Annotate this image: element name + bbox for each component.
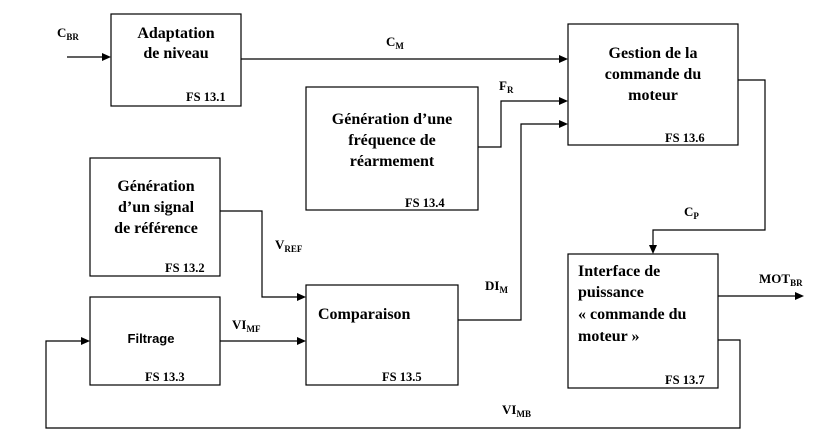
wire-v-ref (220, 210, 306, 301)
block-interface: Interface de puissance « commande du mot… (567, 253, 719, 389)
block-interface-line-4: moteur » (578, 328, 639, 345)
svg-text:moteur »: moteur » (578, 328, 639, 345)
svg-text:FS 13.4: FS 13.4 (405, 196, 445, 210)
block-filtrage: Filtrage FS 13.3 (89, 296, 221, 386)
wire-vi-mf (220, 337, 306, 345)
block-rearmement: Génération d’une fréquence de réarmement… (305, 86, 479, 211)
label-di-m: DIM (485, 278, 508, 295)
block-rearmement-line-1: Génération d’une (332, 111, 452, 128)
svg-text:puissance: puissance (578, 284, 644, 301)
wire-f-r (478, 97, 568, 148)
block-filtrage-label: Filtrage (128, 331, 175, 346)
label-mot-br: MOTBR (759, 271, 803, 288)
svg-text:FS 13.3: FS 13.3 (145, 370, 185, 384)
svg-text:commande du: commande du (605, 66, 702, 83)
svg-text:Adaptation: Adaptation (137, 25, 214, 42)
svg-text:de niveau: de niveau (143, 45, 208, 62)
block-interface-line-2: puissance (578, 284, 644, 301)
svg-text:réarmement: réarmement (350, 153, 435, 170)
block-filtrage-code: FS 13.3 (145, 370, 185, 384)
block-gestion-line-2: commande du (605, 66, 702, 83)
block-comparaison: Comparaison FS 13.5 (305, 284, 459, 386)
label-c-m: CM (386, 34, 404, 51)
svg-text:Comparaison: Comparaison (318, 306, 411, 323)
svg-text:FS 13.7: FS 13.7 (665, 373, 705, 387)
label-vi-mb: VIMB (502, 402, 531, 419)
block-comparaison-label: Comparaison (318, 306, 411, 323)
block-reference-line-2: d’un signal (118, 199, 195, 216)
label-c-br: CBR (57, 25, 79, 42)
label-f-r: FR (499, 78, 514, 95)
wire-c-p (649, 79, 766, 254)
block-reference-line-3: de référence (114, 220, 198, 237)
wire-di-m (458, 120, 568, 321)
block-gestion-code: FS 13.6 (665, 131, 705, 145)
wire-mot-br (718, 292, 804, 300)
wire-c-m (241, 55, 568, 63)
block-adaptation-line-2: de niveau (143, 45, 208, 62)
svg-text:« commande du: « commande du (578, 306, 687, 323)
svg-text:Génération d’une: Génération d’une (332, 111, 452, 128)
label-c-p: CP (684, 204, 699, 221)
block-reference-line-1: Génération (117, 178, 194, 195)
wire-vi-mb (45, 337, 741, 429)
label-vi-mf: VIMF (232, 317, 261, 334)
svg-text:Gestion de la: Gestion de la (609, 45, 698, 62)
svg-text:de référence: de référence (114, 220, 198, 237)
svg-text:d’un signal: d’un signal (118, 199, 195, 216)
svg-text:FS 13.2: FS 13.2 (165, 261, 205, 275)
block-gestion-line-3: moteur (628, 87, 678, 104)
block-rearmement-line-3: réarmement (350, 153, 435, 170)
block-interface-line-3: « commande du (578, 306, 687, 323)
svg-text:moteur: moteur (628, 87, 678, 104)
block-rearmement-code: FS 13.4 (405, 196, 445, 210)
svg-text:fréquence de: fréquence de (348, 132, 436, 149)
svg-text:Filtrage: Filtrage (128, 331, 175, 346)
block-gestion: Gestion de la commande du moteur FS 13.6 (567, 23, 739, 146)
block-reference: Génération d’un signal de référence FS 1… (89, 157, 221, 277)
block-adaptation: Adaptation de niveau FS 13.1 (110, 13, 242, 107)
block-interface-line-1: Interface de (578, 263, 660, 280)
svg-text:FS 13.1: FS 13.1 (186, 90, 226, 104)
wire-c-br (67, 53, 111, 61)
svg-text:Génération: Génération (117, 178, 194, 195)
svg-text:FS 13.6: FS 13.6 (665, 131, 705, 145)
svg-text:FS 13.5: FS 13.5 (382, 370, 422, 384)
svg-text:Interface de: Interface de (578, 263, 660, 280)
block-interface-code: FS 13.7 (665, 373, 705, 387)
block-comparaison-code: FS 13.5 (382, 370, 422, 384)
label-v-ref: VREF (275, 237, 303, 254)
block-reference-code: FS 13.2 (165, 261, 205, 275)
block-rearmement-line-2: fréquence de (348, 132, 436, 149)
block-adaptation-code: FS 13.1 (186, 90, 226, 104)
block-adaptation-line-1: Adaptation (137, 25, 214, 42)
block-gestion-line-1: Gestion de la (609, 45, 698, 62)
